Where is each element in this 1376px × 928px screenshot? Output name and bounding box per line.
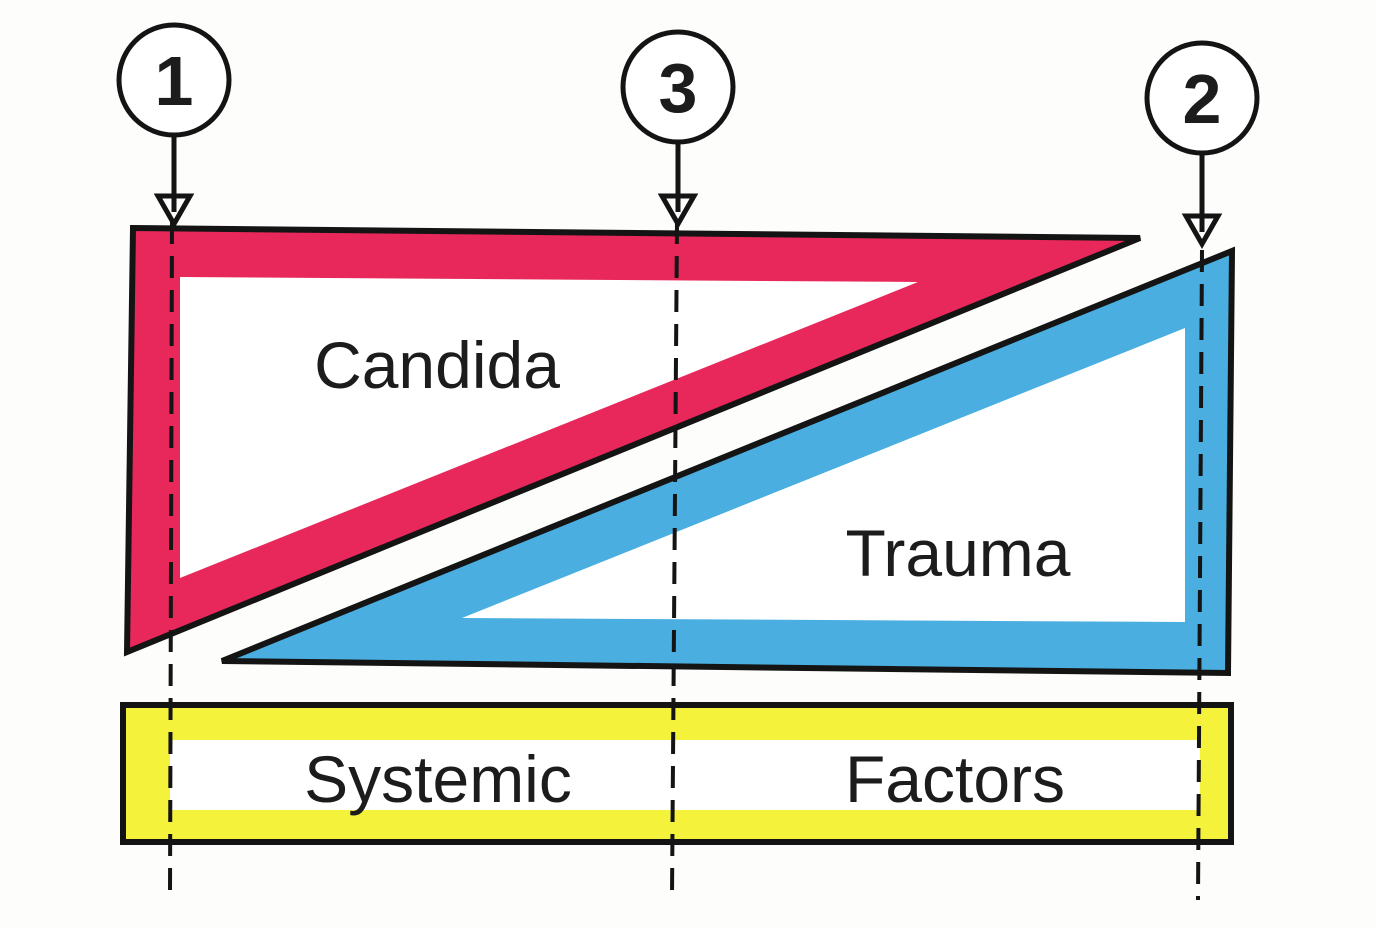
marker-2-label: 2 xyxy=(1183,60,1222,138)
guide-line-3 xyxy=(670,221,679,896)
candida-wedge xyxy=(123,224,1142,657)
guide-lines xyxy=(168,221,1204,901)
marker-1-label: 1 xyxy=(155,42,194,120)
guide-line-2 xyxy=(1196,249,1204,901)
guide-line-1 xyxy=(168,221,174,896)
marker-2-arrowhead xyxy=(1181,213,1223,250)
systemic-bar-inner xyxy=(170,740,1200,810)
factors-label: Factors xyxy=(845,742,1065,816)
marker-1-arrowhead xyxy=(153,193,195,230)
trauma-wedge xyxy=(220,246,1236,677)
trauma-label: Trauma xyxy=(846,516,1071,590)
marker-1: 1 xyxy=(116,22,232,230)
marker-3-label: 3 xyxy=(659,49,698,127)
candida-wedge-inner xyxy=(180,277,918,578)
systemic-label: Systemic xyxy=(304,742,572,816)
marker-3: 3 xyxy=(620,29,736,230)
marker-3-arrowhead xyxy=(657,193,699,230)
trauma-wedge-inner xyxy=(462,328,1185,622)
systemic-factors-bar xyxy=(120,702,1234,845)
candida-label: Candida xyxy=(314,328,560,402)
marker-2: 2 xyxy=(1144,40,1260,250)
